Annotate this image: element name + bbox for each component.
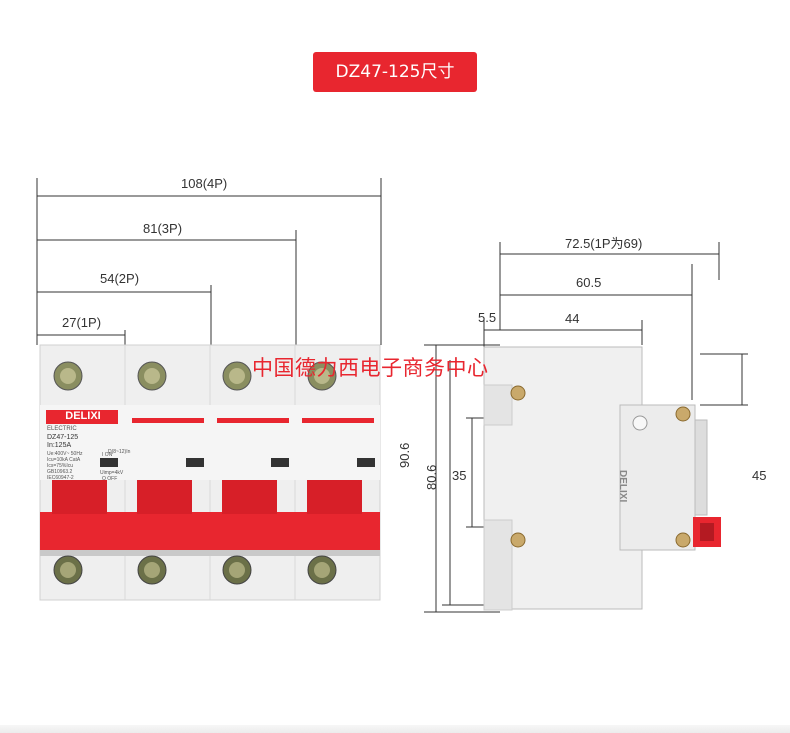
spec-line: Ics=75%Icu bbox=[47, 463, 73, 469]
dim-rail-35: 35 bbox=[452, 468, 467, 483]
bottom-terminal-screws bbox=[53, 555, 337, 585]
dim-toggle-45: 45 bbox=[752, 468, 767, 483]
dim-108-4p: 108(4P) bbox=[181, 176, 228, 191]
front-rating: In:125A bbox=[47, 442, 72, 449]
dim-27-1p: 27(1P) bbox=[62, 315, 102, 330]
side-breaker bbox=[483, 346, 721, 611]
front-brand-sub: ELECTRIC bbox=[47, 426, 77, 432]
spec-line: Icu=10kA CatA bbox=[47, 457, 81, 463]
dim-offset-5-5: 5.5 bbox=[478, 310, 497, 325]
dim-total-depth: 72.5(1P为69) bbox=[565, 236, 643, 251]
front-on-label: I ON bbox=[102, 452, 113, 458]
spec-line: Ue:400V~ 50Hz bbox=[47, 451, 83, 457]
front-uimp: Uimp=4kV bbox=[100, 470, 124, 476]
front-brand: DELIXI bbox=[65, 410, 101, 422]
front-breaker bbox=[39, 344, 381, 601]
front-curve: D(8~12)In bbox=[108, 449, 131, 455]
top-terminal-screws bbox=[53, 361, 337, 391]
front-off-label: O OFF bbox=[102, 476, 118, 482]
dim-54-2p: 54(2P) bbox=[100, 271, 140, 286]
front-dimension-lines bbox=[36, 178, 382, 350]
spec-line: IEC60947-2 bbox=[47, 475, 74, 481]
bottom-rule bbox=[0, 725, 790, 733]
front-model: DZ47-125 bbox=[47, 434, 79, 441]
title-badge: DZ47-125尺寸 bbox=[313, 52, 477, 92]
front-spec-lines: Ue:400V~ 50Hz Icu=10kA CatA Ics=75%Icu G… bbox=[47, 451, 82, 481]
dim-depth-60-5: 60.5 bbox=[576, 275, 602, 290]
dim-81-3p: 81(3P) bbox=[143, 221, 183, 236]
watermark-text: 中国德力西电子商务中心 bbox=[252, 356, 489, 380]
side-brand-text: DELIXI bbox=[617, 470, 628, 503]
spec-line: GB10963.2 bbox=[47, 469, 73, 475]
dim-depth-44: 44 bbox=[565, 311, 580, 326]
